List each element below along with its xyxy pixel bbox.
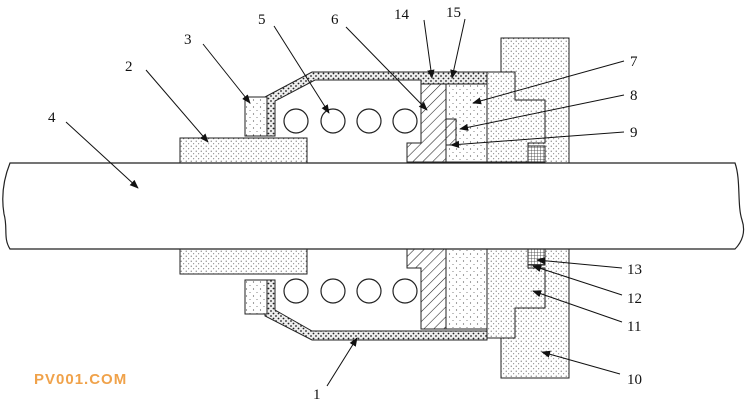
- oring-12-lower: [527, 248, 546, 266]
- collar-2: [179, 137, 308, 164]
- label-5: 5: [258, 12, 266, 28]
- label-14: 14: [394, 7, 410, 23]
- label-3: 3: [184, 32, 192, 48]
- springs-5: [283, 108, 418, 304]
- sleeve-1-lower: [264, 279, 488, 341]
- oring-12: [527, 145, 546, 163]
- label-12: 12: [627, 291, 642, 307]
- label-9: 9: [630, 125, 638, 141]
- label-15: 15: [446, 5, 461, 21]
- shaft-4: [2, 162, 745, 250]
- label-13: 13: [627, 262, 642, 278]
- collar-2-lower: [179, 248, 308, 275]
- retainer-3: [244, 96, 268, 137]
- label-2: 2: [125, 59, 133, 75]
- label-10: 10: [627, 372, 642, 388]
- label-1: 1: [313, 387, 321, 403]
- watermark-logo: PV001.COM: [34, 371, 128, 388]
- label-11: 11: [627, 319, 641, 335]
- retainer-3-lower: [244, 279, 268, 315]
- label-7: 7: [630, 54, 638, 70]
- label-4: 4: [48, 110, 56, 126]
- leader-lines: [65, 18, 625, 387]
- stationary-ring-7-lower: [445, 248, 488, 330]
- pin-8: [445, 118, 457, 146]
- label-8: 8: [630, 88, 638, 104]
- label-6: 6: [331, 12, 339, 28]
